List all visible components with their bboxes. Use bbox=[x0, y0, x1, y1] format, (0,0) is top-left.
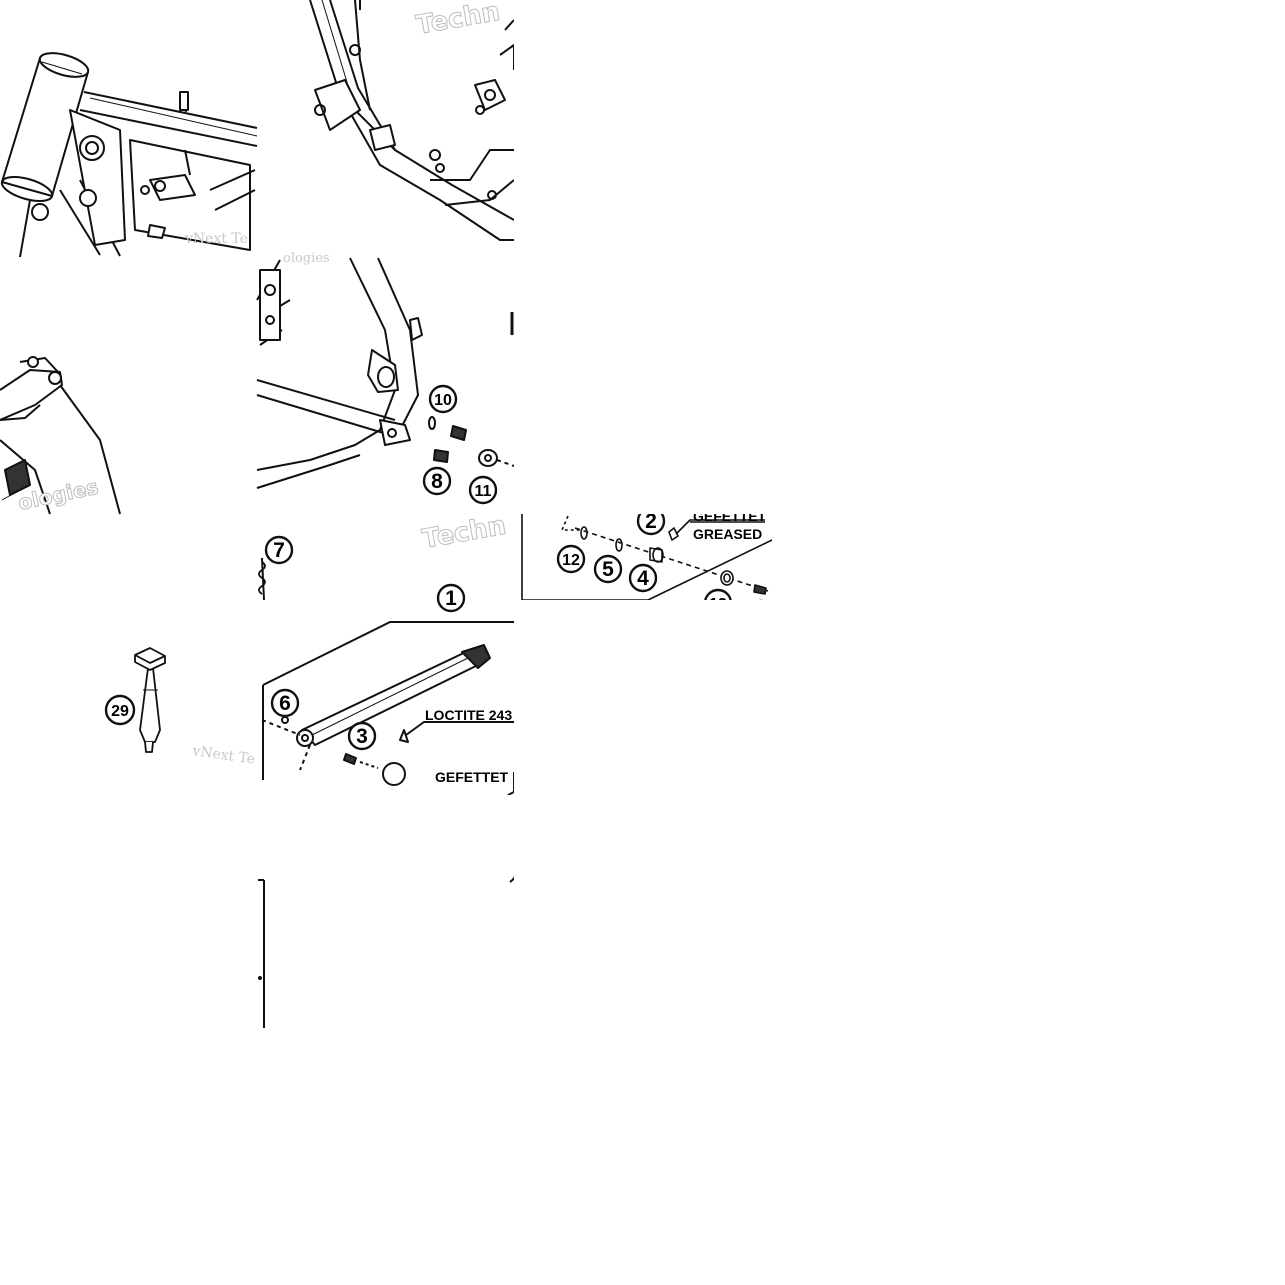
sidestand-tile bbox=[258, 557, 517, 883]
swingarm-pivot-tile bbox=[0, 356, 121, 515]
callout-circle bbox=[556, 544, 586, 574]
callout-circle bbox=[104, 694, 136, 726]
rear-frame-loop-tile bbox=[309, 0, 515, 241]
callout-circle bbox=[468, 475, 498, 505]
sidestand-mount-tile bbox=[256, 257, 515, 489]
note-greased: GREASED bbox=[693, 526, 762, 542]
callout-circle bbox=[436, 583, 466, 613]
callout-1: 1 bbox=[436, 583, 466, 613]
callout-10: 10 bbox=[428, 384, 458, 414]
callout-3: 3 bbox=[347, 721, 377, 751]
callout-number: 10 bbox=[434, 392, 452, 409]
callout-6: 6 bbox=[270, 688, 300, 718]
frame-head-tube-tile bbox=[0, 52, 258, 258]
callout-circle bbox=[270, 688, 300, 718]
callout-circle bbox=[628, 563, 658, 593]
callout-5: 5 bbox=[593, 554, 623, 584]
callout-circle bbox=[347, 721, 377, 751]
callout-number: 4 bbox=[637, 567, 649, 590]
watermark-techn-1: Techn bbox=[414, 0, 502, 41]
watermark-ologies-2: ologies bbox=[283, 251, 330, 266]
callout-number: 6 bbox=[279, 692, 291, 715]
callout-8: 8 bbox=[422, 466, 452, 496]
note-loctite: LOCTITE 243 bbox=[425, 707, 512, 723]
callout-circle bbox=[264, 535, 294, 565]
callout-number: 1 bbox=[445, 587, 457, 610]
callout-number: 11 bbox=[475, 483, 492, 500]
callout-circle bbox=[428, 384, 458, 414]
callout-circle bbox=[422, 466, 452, 496]
callout-12: 12 bbox=[556, 544, 586, 574]
callout-number: 12 bbox=[562, 552, 580, 569]
callout-number: 2 bbox=[645, 510, 657, 533]
watermark-vnext-2: vNext Te bbox=[190, 743, 256, 768]
note-gefettet-bottom: GEFETTET bbox=[435, 769, 509, 785]
callout-number: 3 bbox=[356, 725, 368, 748]
watermark-vnext-1: vNext Te bbox=[184, 231, 248, 247]
callout-number: 29 bbox=[111, 703, 129, 720]
callout-11: 11 bbox=[468, 475, 498, 505]
callout-number: 8 bbox=[431, 470, 443, 493]
callout-7: 7 bbox=[264, 535, 294, 565]
callout-circle bbox=[593, 554, 623, 584]
callout-4: 4 bbox=[628, 563, 658, 593]
callout-number: 7 bbox=[273, 539, 285, 562]
watermark-techn-2: Techn bbox=[420, 511, 508, 555]
tool-29-tile bbox=[134, 647, 166, 753]
callout-29: 29 bbox=[104, 694, 136, 726]
frame-edge-tile bbox=[258, 879, 265, 1028]
callout-number: 5 bbox=[602, 558, 614, 581]
